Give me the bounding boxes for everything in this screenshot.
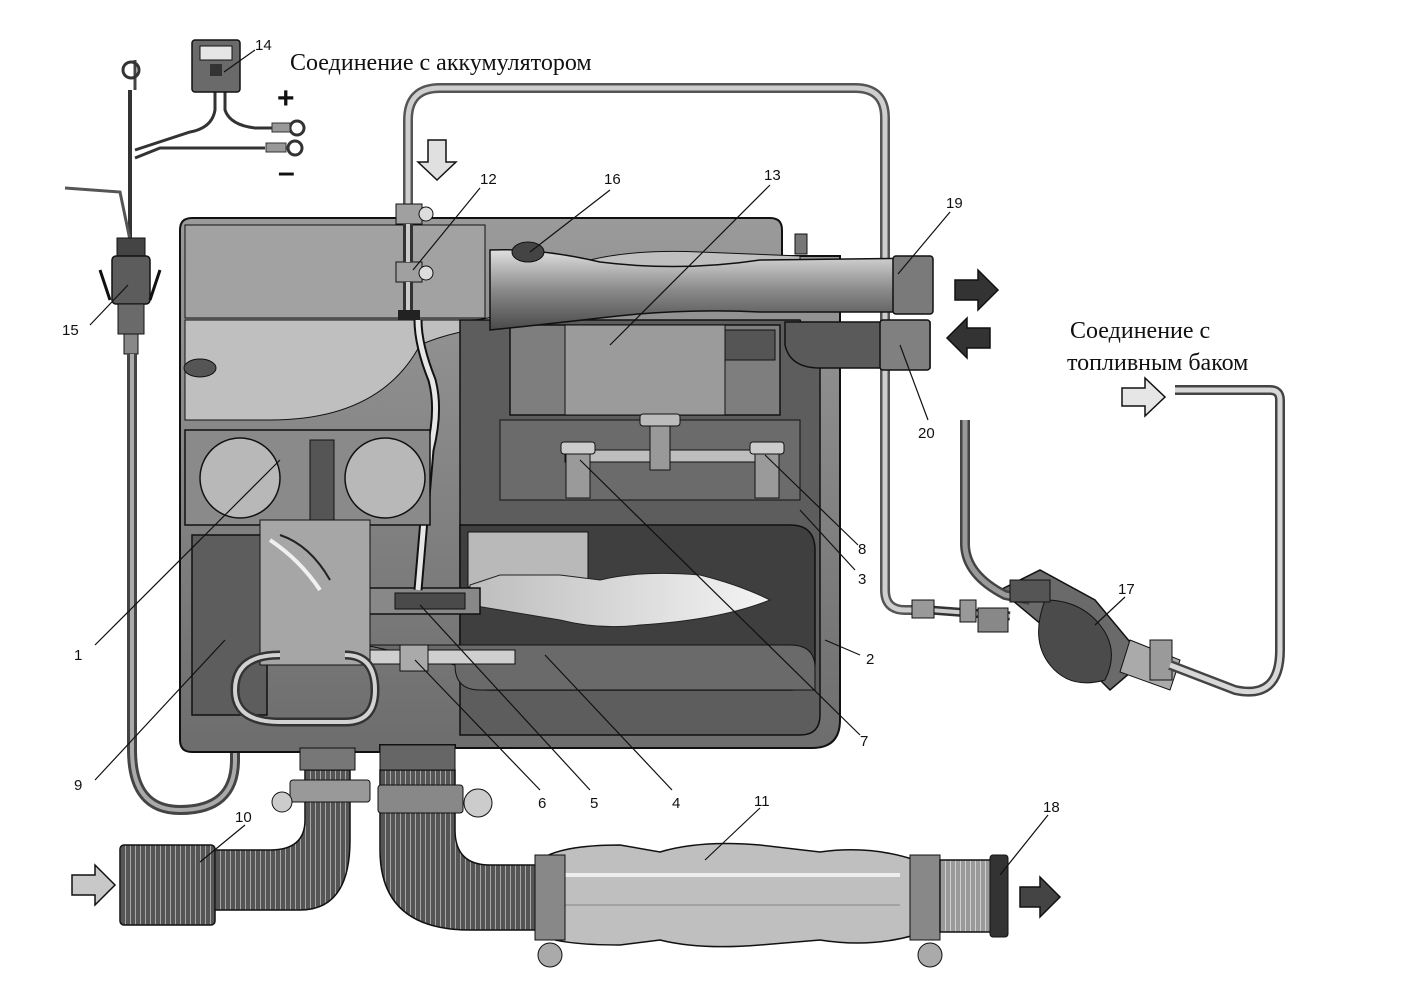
callout-6: 6	[538, 795, 546, 812]
fuse-holder	[191, 39, 241, 93]
callout-2: 2	[866, 651, 874, 668]
leader-lines	[89, 49, 1126, 876]
callout-9: 9	[74, 777, 82, 794]
dosing-pump	[911, 385, 1285, 697]
tank-caption-line2: топливным баком	[1067, 350, 1248, 376]
callout-5: 5	[590, 795, 598, 812]
callout-19: 19	[946, 195, 963, 212]
minus-sign: –	[278, 156, 295, 189]
callout-17: 17	[1118, 581, 1135, 598]
intake-arrow	[71, 863, 117, 907]
callout-11: 11	[754, 793, 770, 810]
battery-wiring	[64, 60, 306, 250]
callout-1: 1	[74, 647, 82, 664]
callout-15: 15	[62, 322, 79, 339]
air-ducts	[183, 233, 934, 378]
callout-numbers: 1 2 3 4 5 6 7 8 9 10 11 12 13 14 15 16 1…	[62, 37, 1135, 826]
air-intake-hose	[119, 747, 371, 926]
callout-14: 14	[255, 37, 272, 54]
exhaust-system	[377, 744, 1009, 968]
flow-arrows	[71, 139, 1167, 919]
plus-sign: +	[277, 82, 295, 115]
callout-16: 16	[604, 171, 621, 188]
callout-12: 12	[480, 171, 497, 188]
callout-10: 10	[235, 809, 252, 826]
fuel-in-arrow	[416, 139, 458, 182]
callout-3: 3	[858, 571, 866, 588]
callout-18: 18	[1043, 799, 1060, 816]
tank-arrow	[1121, 376, 1167, 418]
heater-body	[179, 217, 841, 753]
exhaust-arrow	[1019, 875, 1062, 919]
tank-caption-line1: Соединение с	[1070, 318, 1210, 344]
callout-4: 4	[672, 795, 680, 812]
warm-air-out-arrow	[954, 268, 1000, 312]
fuel-clamp	[395, 203, 434, 320]
battery-caption: Соединение с аккумулятором	[290, 50, 592, 76]
callout-13: 13	[764, 167, 781, 184]
air-in-arrow	[945, 316, 991, 360]
callout-8: 8	[858, 541, 866, 558]
connector-plug	[98, 237, 162, 355]
callout-7: 7	[860, 733, 868, 750]
callout-20: 20	[918, 425, 935, 442]
